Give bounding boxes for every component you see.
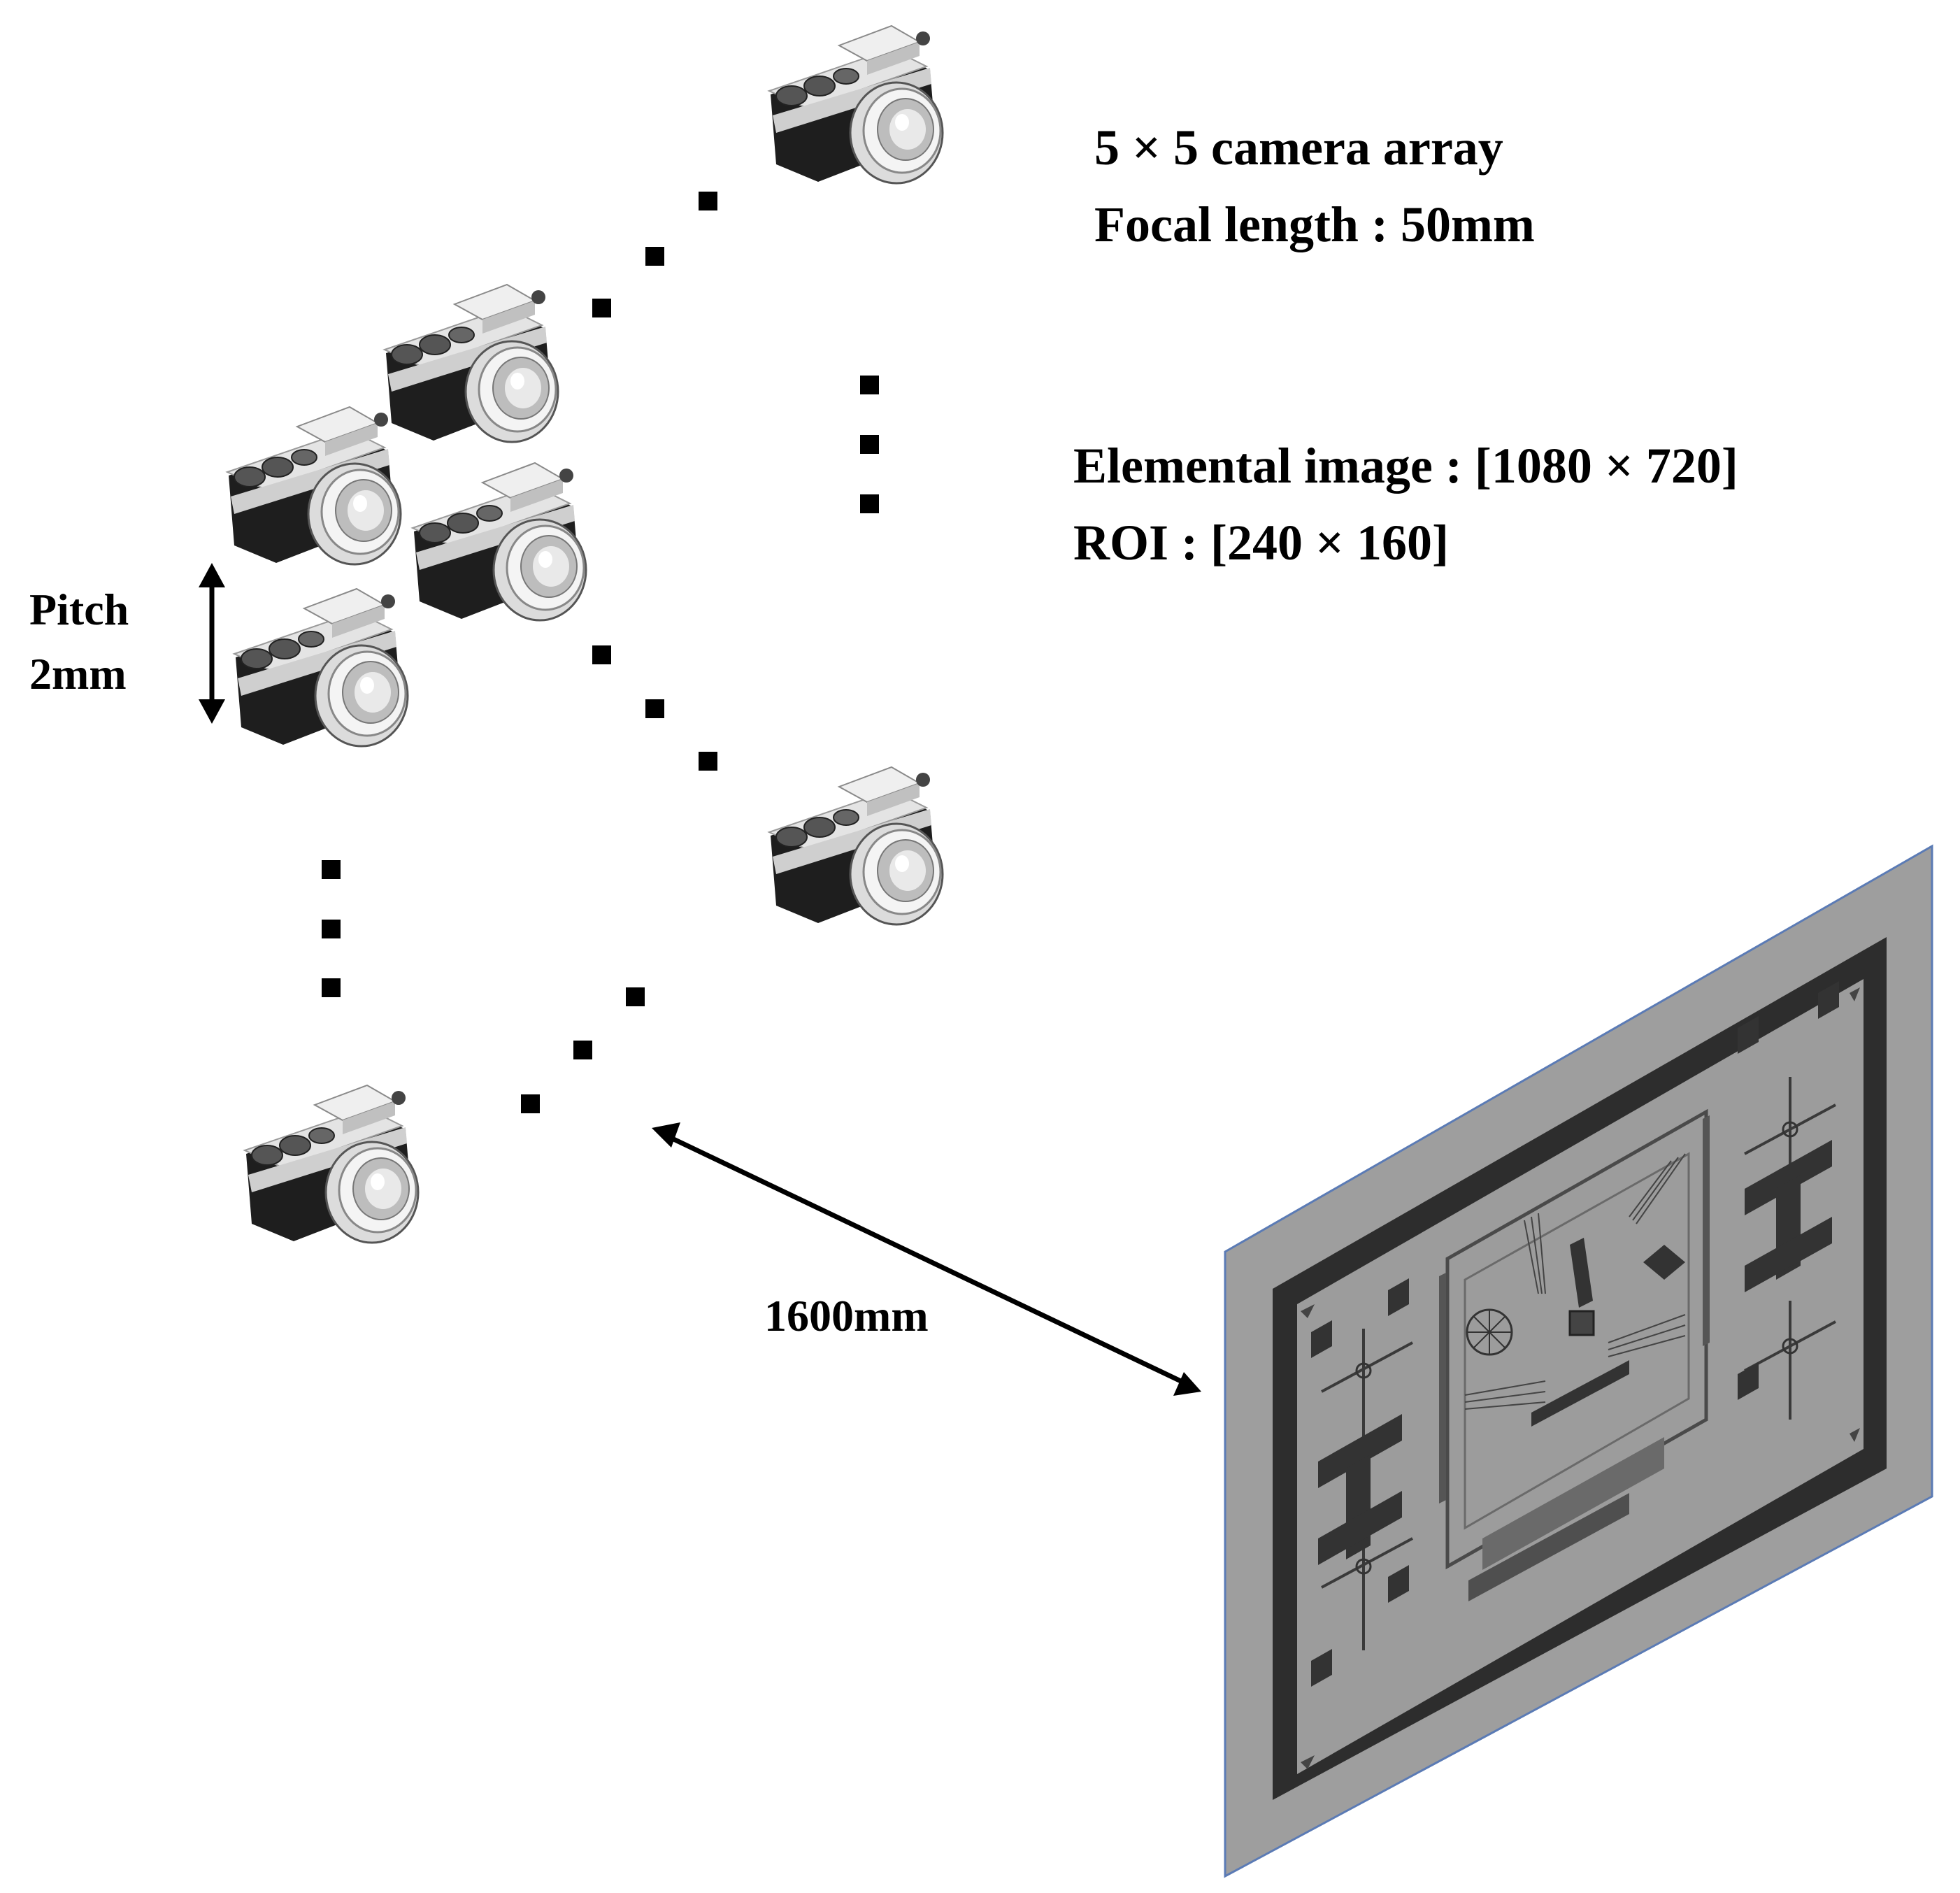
roi-label: ROI : [240 × 160]: [1073, 515, 1449, 571]
camera-icon: [243, 1084, 420, 1244]
camera-icon: [233, 587, 409, 748]
array-size-label: 5 × 5 camera array: [1094, 120, 1503, 176]
pitch-label: Pitch: [29, 585, 129, 634]
ellipsis-dots-middle-diagonal: [592, 645, 717, 771]
distance-arrow: [652, 1122, 1201, 1396]
ellipsis-dots-top-diagonal: [592, 192, 717, 317]
resolution-test-chart: [1224, 844, 1933, 1878]
camera-icon: [768, 24, 944, 185]
ellipsis-dots-right-vertical: [860, 376, 879, 513]
camera-icon: [226, 406, 402, 566]
ellipsis-dots-left-vertical: [322, 860, 341, 997]
camera-icon: [383, 283, 559, 443]
pitch-arrow: [199, 563, 225, 724]
distance-label: 1600mm: [764, 1291, 929, 1341]
focal-length-label: Focal length : 50mm: [1094, 197, 1535, 252]
pitch-value-label: 2mm: [29, 649, 127, 699]
ellipsis-dots-bottom-diagonal: [521, 987, 645, 1113]
camera-icon: [768, 766, 944, 926]
elemental-image-label: Elemental image : [1080 × 720]: [1073, 438, 1738, 494]
camera-icon: [411, 462, 587, 622]
